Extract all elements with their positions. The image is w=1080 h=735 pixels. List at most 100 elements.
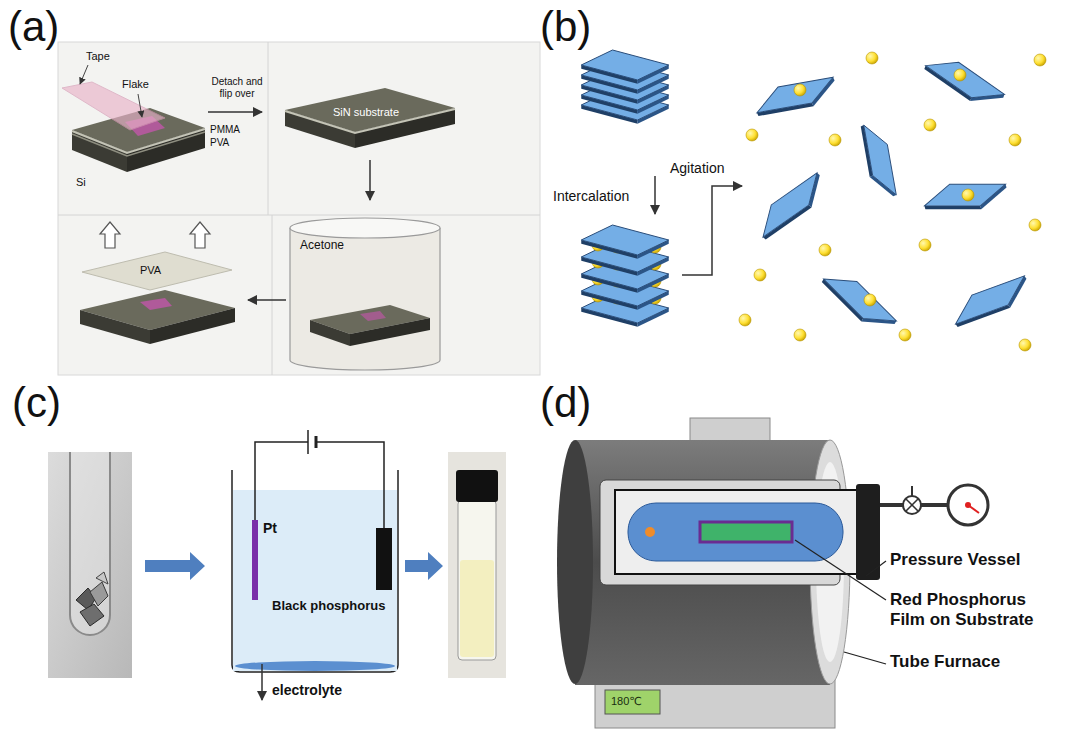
transfer-panel-shape (350, 318, 430, 346)
electrochemical-panel-shape (307, 430, 309, 454)
electrochemical-panel-shape (316, 442, 384, 528)
electrochemical-panel-shape (405, 552, 443, 580)
electrochemical-panel-shape (460, 560, 494, 657)
transfer-panel-shape (360, 311, 386, 321)
furnace-panel-shape (844, 652, 886, 664)
transfer-panel-shape (268, 42, 269, 215)
transfer-panel-shape (58, 215, 540, 216)
transfer-panel-shape (248, 299, 286, 301)
transfer-panel-shape (82, 252, 232, 290)
exfoliation-panel-shape (751, 64, 841, 129)
transfer-panel-shape (208, 111, 262, 113)
exfoliation-panel-shape (954, 69, 966, 81)
electrochemical-panel-shape (48, 452, 132, 678)
exfoliation-panel-shape (581, 50, 669, 84)
transfer-panel-shape (290, 228, 440, 370)
exfoliation-panel-shape (864, 294, 876, 306)
furnace-panel-shape (645, 527, 655, 537)
panel-label: (a) (8, 2, 59, 52)
exfoliation-panel-shape (746, 129, 758, 141)
layer-label: PVA (210, 137, 229, 149)
electrochemical-panel-shape (448, 452, 506, 678)
exfoliation-panel-shape (581, 225, 669, 259)
transfer-panel-shape (190, 222, 210, 248)
exfoliation-panel-shape (921, 170, 1011, 223)
exfoliation-panel-shape (794, 329, 806, 341)
furnace-panel-shape (557, 440, 593, 684)
electrochemical-panel-shape (235, 661, 395, 671)
electrochemical-panel-shape (233, 490, 397, 671)
part-label: Red Phosphorus Film on Substrate (890, 590, 1060, 631)
electrochemical-panel-shape (456, 470, 498, 502)
exfoliation-panel-shape (829, 134, 841, 146)
layer-label: PMMA (210, 124, 240, 136)
part-label: Si (76, 176, 86, 189)
transfer-panel-shape (80, 65, 88, 84)
transfer-panel-shape (310, 320, 350, 346)
furnace-panel-shape (866, 561, 886, 576)
transfer-panel (58, 42, 540, 375)
substrate-label: SiN substrate (333, 106, 399, 119)
electrochemical-panel-shape (376, 528, 392, 590)
exfoliation-panel-shape (866, 52, 878, 64)
exfoliation-panel-shape (682, 186, 742, 275)
exfoliation-panel-shape (1019, 339, 1031, 351)
electrochemical-panel (48, 430, 506, 700)
part-label: Pressure Vessel (890, 550, 1020, 570)
exfoliation-panel-shape (1029, 219, 1041, 231)
electrochemical-panel-shape (255, 442, 308, 520)
exfoliation-panel-shape (899, 329, 911, 341)
electrochemical-panel-shape (252, 520, 258, 600)
transfer-panel-shape (58, 42, 540, 375)
exfoliation-panel-shape (919, 52, 1009, 111)
electrochemical-panel-shape (232, 470, 398, 672)
furnace-panel-shape (906, 499, 918, 511)
transfer-panel-shape (100, 222, 120, 248)
transfer-panel-shape (369, 160, 371, 200)
furnace-panel-shape (795, 540, 886, 600)
temperature-display: 180℃ (611, 695, 642, 708)
step-label: Detach and flip over (205, 76, 269, 100)
transfer-panel-shape (150, 308, 235, 344)
furnace-panel (557, 418, 988, 728)
exfoliation-panel-shape (1009, 134, 1021, 146)
electrochemical-panel-shape (80, 604, 104, 626)
exfoliation-panel-shape (654, 176, 656, 214)
transfer-panel-shape (272, 215, 273, 375)
part-label: Tape (86, 50, 110, 63)
transfer-panel-shape (62, 82, 165, 130)
exfoliation-panel-shape (819, 244, 831, 256)
electrode-label: Black phosphorus (272, 598, 385, 614)
electrochemical-panel-shape (458, 500, 496, 660)
panel-label: (d) (540, 378, 591, 428)
panel-label: (c) (12, 378, 61, 428)
solvent-label: Acetone (300, 238, 344, 252)
part-label: Tube Furnace (890, 652, 1000, 672)
electrode-label: Pt (263, 520, 277, 537)
exfoliation-panel-shape (849, 120, 908, 202)
transfer-panel-shape (140, 298, 172, 310)
electrolyte-label: electrolyte (272, 682, 342, 699)
furnace-panel-shape (628, 503, 843, 561)
step-label: Agitation (670, 160, 724, 177)
exfoliation-panel-shape (1034, 54, 1046, 66)
exfoliation-panel-shape (754, 269, 766, 281)
electrochemical-panel-shape (145, 552, 205, 580)
exfoliation-panel (581, 50, 1046, 351)
furnace-panel-shape (903, 496, 921, 514)
furnace-panel-shape (856, 484, 880, 580)
exfoliation-panel-shape (919, 239, 931, 251)
exfoliation-panel-shape (962, 189, 974, 201)
furnace-panel-shape (965, 502, 971, 508)
electrochemical-panel-shape (96, 572, 108, 584)
furnace-panel-shape (948, 485, 988, 525)
step-label: Intercalation (553, 188, 629, 205)
furnace-panel-shape (615, 490, 858, 574)
panel-label: (b) (540, 2, 591, 52)
exfoliation-panel-shape (794, 84, 806, 96)
exfoliation-panel-shape (924, 119, 936, 131)
transfer-panel-shape (72, 130, 127, 172)
transfer-panel-shape (290, 218, 440, 238)
